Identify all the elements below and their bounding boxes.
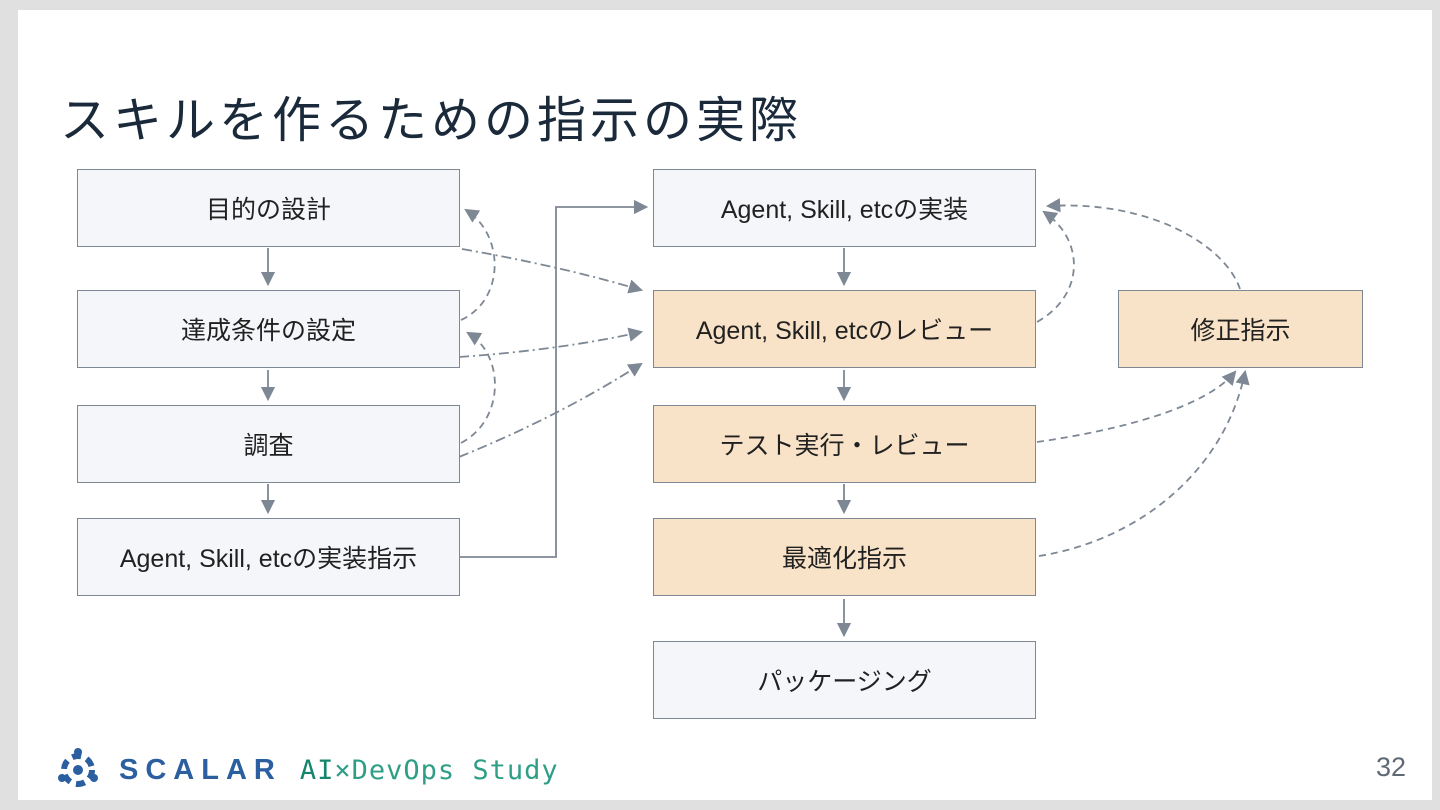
flow-box-test-review: テスト実行・レビュー [653,405,1036,483]
edge-testreview-fixinstruction [1036,370,1237,443]
flow-box-impl-instruction: Agent, Skill, etcの実装指示 [77,518,460,596]
flow-box-review: Agent, Skill, etcのレビュー [653,290,1036,368]
flow-box-fix-instruction: 修正指示 [1118,290,1363,368]
event-name-text: AI×DevOps Study [300,755,559,786]
flow-box-packaging: パッケージング [653,641,1036,719]
flow-box-label: 目的の設計 [205,196,331,224]
flow-box-label: 達成条件の設定 [180,317,356,345]
event-name-prefix: AI [299,754,335,786]
flow-box-label: 最適化指示 [781,545,907,573]
slide: スキルを作るための指示の実際 [18,10,1432,800]
edge-optimize-fixinstruction [1038,369,1250,557]
edge-research-review [458,362,643,458]
scalar-logo-text: SCALAR [119,753,282,786]
page-number: 32 [1375,752,1406,782]
event-name-suffix: ×DevOps Study [334,754,559,786]
footer: SCALAR AI×DevOps Study [55,746,559,794]
frame-bottom [0,800,1440,810]
flow-box-label: Agent, Skill, etcの実装指示 [119,545,418,573]
flow-box-label: テスト実行・レビュー [719,432,970,460]
flow-box-impl: Agent, Skill, etcの実装 [653,169,1036,247]
edge-research-conditions [460,331,496,444]
edge-purpose-review [461,248,644,294]
edge-implinstruction-impl [460,199,649,558]
flow-box-optimize: 最適化指示 [653,518,1036,596]
flow-box-research: 調査 [77,405,460,483]
scalar-logo-icon [58,748,98,787]
flow-box-label: パッケージング [757,668,932,696]
edge-review-impl [1036,210,1075,323]
frame-right [1432,0,1440,810]
frame-left [0,0,18,810]
frame-top [0,0,1440,10]
flow-box-label: Agent, Skill, etcのレビュー [695,317,994,345]
page-title: スキルを作るための指示の実際 [60,93,803,148]
flow-box-label: Agent, Skill, etcの実装 [720,196,969,224]
flow-box-conditions: 達成条件の設定 [77,290,460,368]
flow-box-label: 調査 [243,432,294,460]
flow-box-label: 修正指示 [1190,317,1291,345]
edge-conditions-review [458,327,644,358]
edge-fixinstruction-impl [1045,198,1241,290]
flow-box-purpose: 目的の設計 [77,169,460,247]
edge-conditions-purpose [460,208,496,321]
